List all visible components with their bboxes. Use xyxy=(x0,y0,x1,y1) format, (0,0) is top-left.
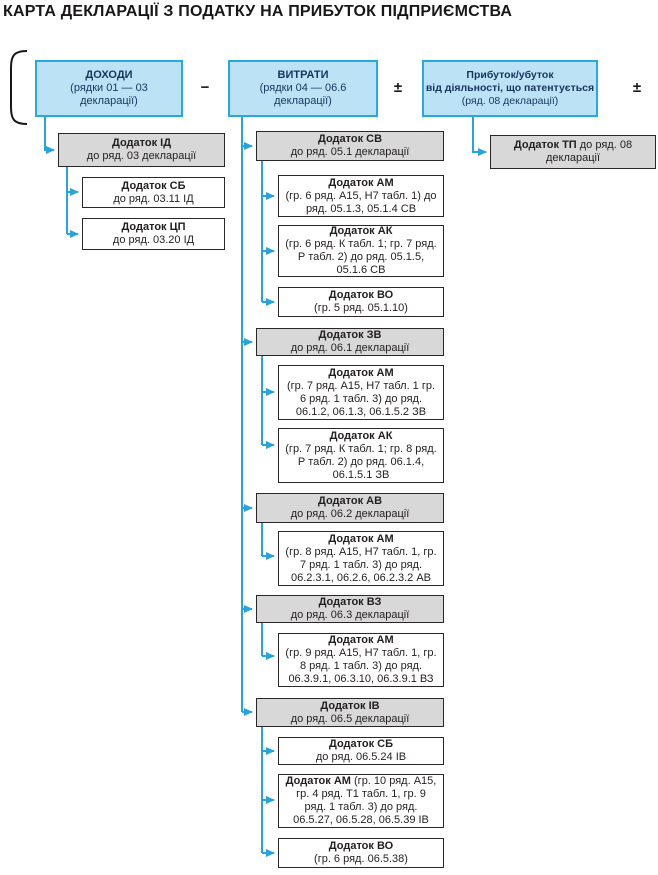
node-patented-result: Прибуток/убуток від діяльності, що патен… xyxy=(422,60,598,117)
node-label: Додаток ТП xyxy=(513,139,577,151)
node-dodatok-tp: Додаток ТП до ряд. 08 декларації xyxy=(490,135,656,169)
node-label: Додаток СБ xyxy=(328,738,394,750)
node-detail: (рядки 04 — 06.6 декларації) xyxy=(259,82,347,107)
node-label: Додаток АМ xyxy=(285,775,351,787)
node-dodatok-am-iv: Додаток АМ (гр. 10 ряд. А15, гр. 4 ряд. … xyxy=(278,774,444,828)
connectors-expenses xyxy=(241,117,275,857)
node-label: Додаток АМ xyxy=(328,532,394,545)
left-bracket xyxy=(10,50,28,125)
node-dodatok-zv: Додаток ЗВ до ряд. 06.1 декларації xyxy=(256,328,444,356)
node-label: Додаток АВ xyxy=(317,495,383,507)
node-text: Додаток АМ (гр. 10 ряд. А15, гр. 4 ряд. … xyxy=(284,775,438,827)
node-detail: (рядки 01 — 03 декларації) xyxy=(70,82,148,107)
node-dodatok-sb-id: Додаток СБ до ряд. 03.11 ІД xyxy=(82,177,225,208)
node-label: ДОХОДИ xyxy=(85,69,133,81)
node-label: Додаток АМ xyxy=(328,366,394,379)
node-detail: до ряд. 06.5.24 ІВ xyxy=(315,751,407,763)
node-label: Додаток СБ xyxy=(121,179,186,192)
node-dodatok-vo-sv: Додаток ВО (гр. 5 ряд. 05.1.10) xyxy=(278,287,444,317)
node-detail: (гр. 6 ряд. А15, Н7 табл. 1) до ряд. 05.… xyxy=(285,189,437,215)
node-incomes: ДОХОДИ (рядки 01 — 03 декларації) xyxy=(35,60,183,117)
node-dodatok-sb-iv: Додаток СБ до ряд. 06.5.24 ІВ xyxy=(278,737,444,765)
node-detail: (гр. 6 ряд. 06.5.38) xyxy=(314,853,408,865)
node-dodatok-am-sv: Додаток АМ (гр. 6 ряд. А15, Н7 табл. 1) … xyxy=(278,175,444,217)
node-dodatok-id: Додаток ІД до ряд. 03 декларації xyxy=(58,133,225,167)
node-detail: до ряд. 03 декларації xyxy=(86,150,197,162)
node-label: від діяльності, що патентується xyxy=(425,82,595,94)
node-dodatok-vz: Додаток ВЗ до ряд. 06.3 декларації xyxy=(256,595,444,623)
node-label: Додаток АМ xyxy=(328,634,394,646)
minus-operator: − xyxy=(200,79,210,96)
node-label: Додаток АК xyxy=(329,225,393,237)
node-detail: до ряд. 06.1 декларації xyxy=(290,342,410,354)
node-dodatok-am-vz: Додаток АМ (гр. 9 ряд. А15, Н7 табл. 1, … xyxy=(278,633,444,687)
node-label: Додаток ВО xyxy=(328,840,394,852)
node-dodatok-am-zv: Додаток АМ (гр. 7 ряд. А15, Н7 табл. 1 г… xyxy=(278,365,444,420)
page-title: КАРТА ДЕКЛАРАЦІЇ З ПОДАТКУ НА ПРИБУТОК П… xyxy=(3,3,513,20)
node-dodatok-sv: Додаток СВ до ряд. 05.1 декларації xyxy=(256,131,444,161)
node-detail: до ряд. 06.3 декларації xyxy=(290,609,410,621)
plus-minus-operator: ± xyxy=(393,79,403,96)
node-label: Додаток СВ xyxy=(317,133,383,145)
node-detail: (гр. 9 ряд. А15, Н7 табл. 1, гр. 8 ряд. … xyxy=(285,647,437,685)
node-dodatok-ak-zv: Додаток АК (гр. 7 ряд. К табл. 1; гр. 8 … xyxy=(278,428,444,483)
connectors-incomes xyxy=(44,117,79,238)
node-detail: до ряд. 08 декларації xyxy=(545,139,633,164)
node-dodatok-vo-iv: Додаток ВО (гр. 6 ряд. 06.5.38) xyxy=(278,838,444,868)
node-label: Додаток ЗВ xyxy=(318,329,382,341)
node-label: Прибуток/убуток xyxy=(466,69,554,81)
node-dodatok-ak-sv: Додаток АК (гр. 6 ряд. К табл. 1; гр. 7 … xyxy=(278,225,444,277)
node-detail: (гр. 5 ряд. 05.1.10) xyxy=(314,302,408,314)
node-detail: (гр. 7 ряд. А15, Н7 табл. 1 гр. 6 ряд. 1… xyxy=(286,379,436,418)
node-detail: (гр. 7 ряд. К табл. 1; гр. 8 ряд. Р табл… xyxy=(285,442,437,481)
node-dodatok-iv: Додаток ІВ до ряд. 06.5 декларації xyxy=(256,698,444,727)
node-dodatok-am-av: Додаток АМ (гр. 8 ряд. А15, Н7 табл. 1, … xyxy=(278,531,444,586)
node-label: Додаток ЦП xyxy=(121,221,186,233)
node-label: Додаток ІД xyxy=(111,137,172,149)
node-text: Додаток ТП до ряд. 08 декларації xyxy=(496,139,650,165)
node-dodatok-av: Додаток АВ до ряд. 06.2 декларації xyxy=(256,493,444,523)
connectors-patented xyxy=(472,117,487,156)
node-dodatok-cp: Додаток ЦП до ряд. 03.20 ІД xyxy=(82,218,225,250)
node-detail: (гр. 10 ряд. А15, гр. 4 ряд. Т1 табл. 1,… xyxy=(293,775,437,826)
node-label: ВИТРАТИ xyxy=(277,69,329,81)
node-label: Додаток ВЗ xyxy=(318,596,382,608)
node-detail: до ряд. 03.11 ІД xyxy=(113,192,194,205)
node-expenses: ВИТРАТИ (рядки 04 — 06.6 декларації) xyxy=(228,60,378,117)
node-detail: (гр. 6 ряд. К табл. 1; гр. 7 ряд. Р табл… xyxy=(285,238,437,276)
node-label: Додаток ІВ xyxy=(320,699,380,712)
node-detail: (гр. 8 ряд. А15, Н7 табл. 1, гр. 7 ряд. … xyxy=(285,545,437,584)
node-detail: до ряд. 05.1 декларації xyxy=(290,146,410,158)
node-detail: (ряд. 08 декларації) xyxy=(461,95,559,107)
node-detail: до ряд. 06.5 декларації xyxy=(290,712,410,725)
node-detail: до ряд. 06.2 декларації xyxy=(290,508,410,520)
node-label: Додаток АМ xyxy=(328,176,394,189)
node-detail: до ряд. 03.20 ІД xyxy=(112,234,195,246)
node-label: Додаток АК xyxy=(329,429,393,442)
plus-minus-operator: ± xyxy=(632,79,642,96)
node-label: Додаток ВО xyxy=(328,289,394,301)
